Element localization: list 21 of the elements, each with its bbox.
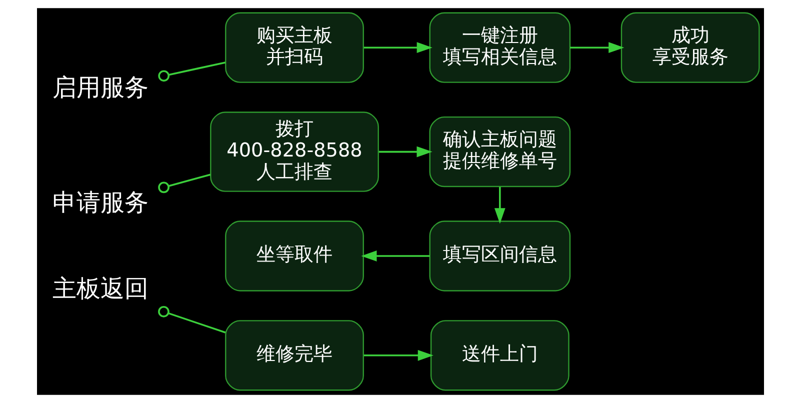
node-text: 申请服务 xyxy=(52,190,148,216)
node-box: 送件上门 xyxy=(430,320,569,391)
connector xyxy=(158,306,226,334)
node-text: 启用服务 xyxy=(52,76,148,102)
node-box: 购买主板并扫码 xyxy=(224,12,364,83)
arrow xyxy=(570,42,624,54)
node-box: 一键注册填写相关信息 xyxy=(428,12,570,83)
node-text: 主板返回 xyxy=(52,276,148,303)
arrow xyxy=(378,146,432,158)
node-box: 成功享受服务 xyxy=(620,12,760,83)
connector xyxy=(158,174,210,194)
node-box: 坐等取件 xyxy=(224,220,364,292)
arrow xyxy=(363,42,432,54)
node-box: 拨打400-828-8588人工排查 xyxy=(210,112,378,192)
node-box: 确认主板问题提供维修单号 xyxy=(428,116,570,188)
node-box: 填写区间信息 xyxy=(428,220,570,292)
arrow xyxy=(363,350,433,361)
arrow xyxy=(494,186,505,224)
node-box: 维修完毕 xyxy=(224,320,364,391)
connector xyxy=(158,62,226,82)
arrow xyxy=(360,250,430,262)
